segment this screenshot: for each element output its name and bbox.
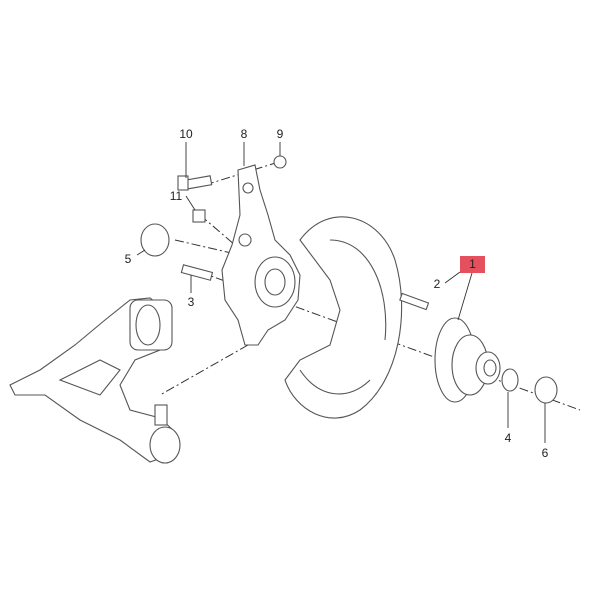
label-part-10: 10: [179, 127, 193, 141]
label-part-11: 11: [169, 189, 183, 203]
label-part-5: 5: [124, 252, 132, 266]
label-part-6: 6: [541, 446, 549, 460]
label-part-9: 9: [276, 127, 284, 141]
seal-ring: [140, 223, 170, 257]
steering-knuckle: [221, 164, 301, 346]
nut-9: [273, 155, 287, 169]
bolt-3: [180, 264, 214, 281]
washer-4: [501, 368, 519, 392]
label-part-8: 8: [240, 127, 248, 141]
nut-6: [534, 376, 558, 404]
bolt-10: [183, 175, 213, 190]
ball-joint-axis: [159, 344, 249, 396]
bolt-10-head: [177, 175, 189, 191]
bolt-11-axis: [199, 214, 236, 246]
brake-disc-shield: [284, 216, 403, 419]
wheel-hub-bearing: [434, 317, 501, 403]
label-part-3: 3: [187, 295, 195, 309]
nut-11: [192, 209, 206, 223]
label-part-2: 2: [433, 277, 441, 291]
bolt-2: [399, 292, 430, 311]
label-part-1-highlighted: 1: [460, 256, 485, 273]
label-part-4: 4: [504, 431, 512, 445]
lower-control-arm: [9, 297, 181, 464]
